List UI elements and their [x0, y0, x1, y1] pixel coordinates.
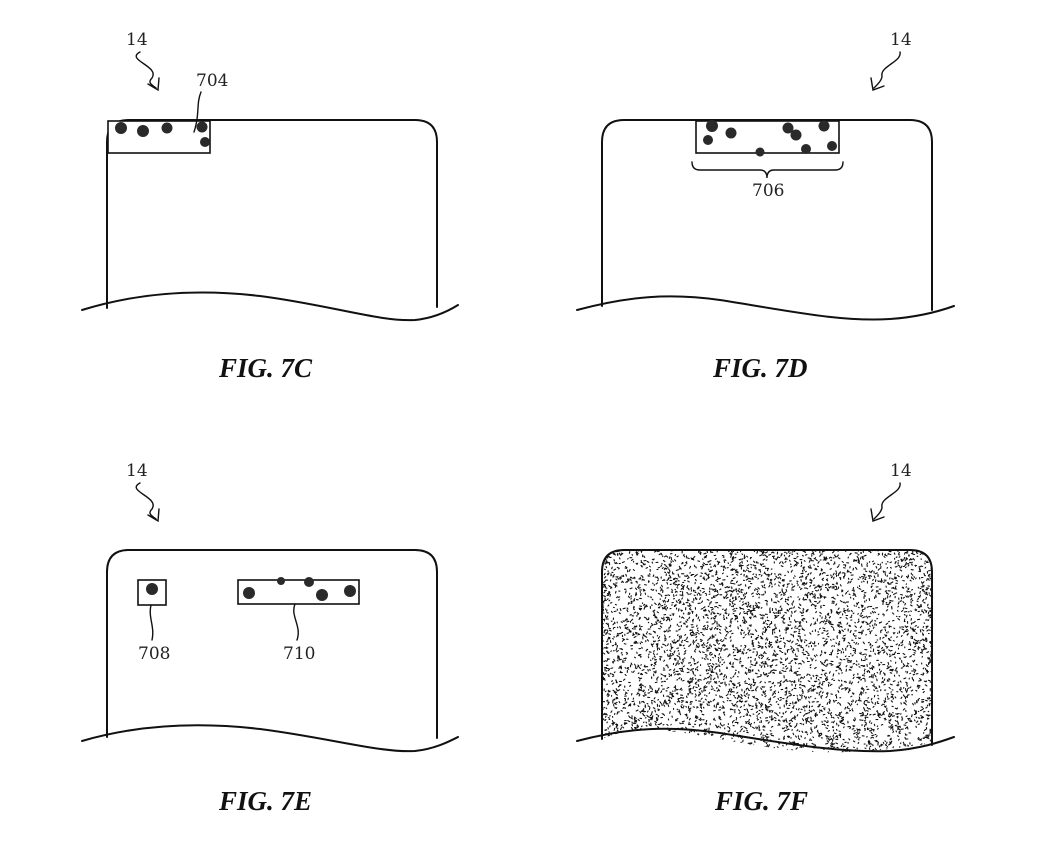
- dot-708: [146, 583, 158, 595]
- leader-708: [149, 604, 154, 641]
- break-line-7e: [81, 724, 459, 753]
- speckle-fill: [602, 550, 932, 753]
- caption-7c: FIG. 7C: [218, 353, 313, 383]
- leader-704: [193, 91, 202, 133]
- region-ref-label-708: 708: [138, 644, 170, 664]
- device-outline-7f: [601, 549, 933, 746]
- device-outline-7e: [106, 549, 438, 739]
- leader-arrow-7e: [135, 482, 157, 520]
- leader-arrow-7d: [873, 51, 901, 89]
- caption-7d: FIG. 7D: [712, 353, 808, 383]
- brace-706: [691, 161, 844, 179]
- region-ref-label-710: 710: [283, 644, 315, 664]
- device-outline-7d: [601, 119, 933, 311]
- figure-7c: 14 704 FIG. 7C: [81, 30, 459, 383]
- caption-7e: FIG. 7E: [218, 786, 312, 816]
- arrowhead-7f: [870, 508, 885, 522]
- caption-7f: FIG. 7F: [714, 786, 808, 816]
- break-line-7d: [576, 295, 955, 321]
- region-ref-label-704: 704: [196, 71, 228, 91]
- figure-7d: 14 706 FIG. 7D: [576, 30, 955, 383]
- region-706: [695, 120, 840, 154]
- speckle-strokes: [602, 550, 932, 753]
- region-ref-label-706: 706: [752, 181, 784, 201]
- break-line-7f: [576, 727, 955, 753]
- figure-7e: 14 708 710 FIG. 7E: [81, 461, 459, 816]
- region-710: [237, 579, 360, 605]
- leader-710: [293, 603, 299, 641]
- figure-7f: 14 FIG. 7F: [576, 461, 955, 816]
- dots-706: [703, 120, 837, 157]
- device-ref-label-7f: 14: [890, 461, 912, 481]
- device-ref-label-7c: 14: [126, 30, 148, 50]
- dots-710: [243, 577, 356, 601]
- arrowhead-7c: [147, 77, 160, 92]
- leader-arrow-7f: [873, 482, 901, 520]
- arrowhead-7e: [147, 508, 160, 523]
- dots-704: [115, 121, 210, 147]
- arrowhead-7d: [870, 77, 885, 91]
- device-ref-label-7e: 14: [126, 461, 148, 481]
- device-ref-label-7d: 14: [890, 30, 912, 50]
- leader-arrow-7c: [135, 51, 157, 89]
- break-line-7c: [81, 291, 459, 322]
